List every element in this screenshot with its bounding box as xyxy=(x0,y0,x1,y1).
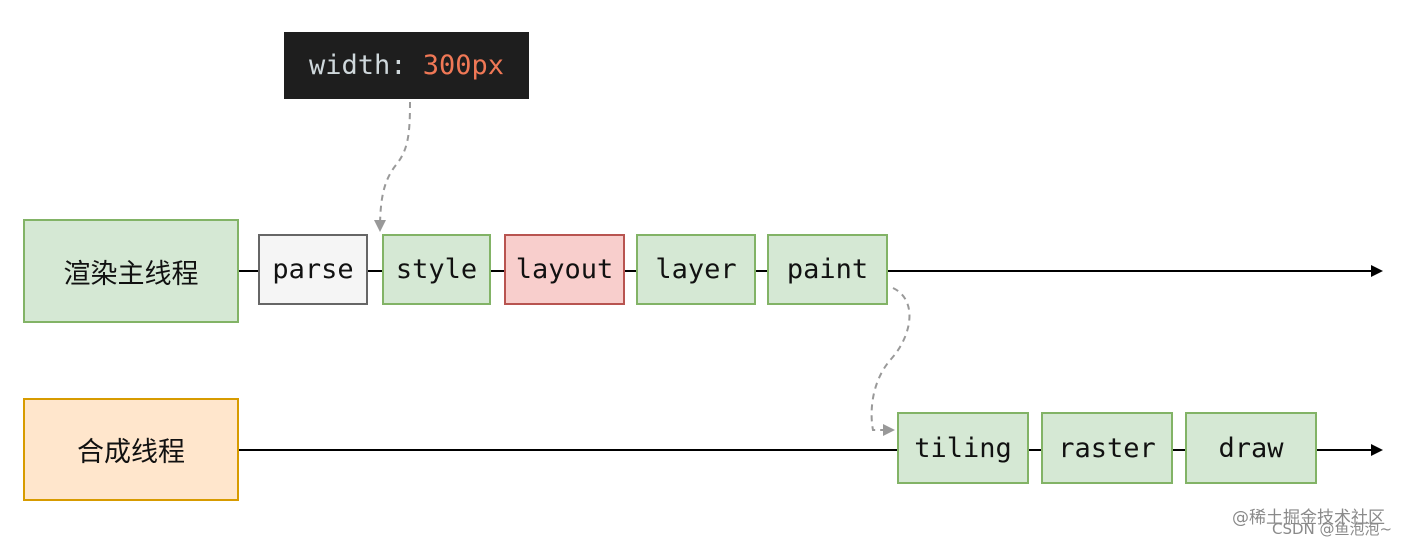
code-property: width: xyxy=(308,50,423,81)
stage-tiling-label: tiling xyxy=(914,432,1012,464)
stage-style-label: style xyxy=(395,254,478,285)
stage-layout-label: layout xyxy=(515,254,614,285)
stage-parse: parse xyxy=(258,234,368,305)
stage-raster-label: raster xyxy=(1058,432,1156,464)
stage-layer-label: layer xyxy=(655,254,737,285)
stage-layout: layout xyxy=(504,234,625,305)
render-main-thread-label: 渲染主线程 xyxy=(63,258,199,290)
stage-style: style xyxy=(382,234,491,305)
stage-tiling: tiling xyxy=(897,412,1029,484)
watermark-juejin: @稀土掘金技术社区 xyxy=(1232,508,1385,528)
stage-layer: layer xyxy=(636,234,756,305)
stage-draw-label: draw xyxy=(1218,432,1284,464)
code-value: 300px xyxy=(422,50,505,81)
stage-paint-label: paint xyxy=(786,254,869,285)
code-to-style-arrow xyxy=(374,101,411,232)
compositor-thread-box: 合成线程 xyxy=(23,398,239,501)
compositor-thread-label: 合成线程 xyxy=(77,437,185,468)
stage-paint: paint xyxy=(767,234,888,305)
render-main-thread-box: 渲染主线程 xyxy=(23,219,239,323)
watermark-csdn: CSDN @鱼泡泡~ xyxy=(1272,520,1393,538)
stage-draw: draw xyxy=(1185,412,1317,484)
code-snippet: width: 300px xyxy=(284,32,529,99)
stage-raster: raster xyxy=(1041,412,1173,484)
stage-parse-label: parse xyxy=(272,254,354,285)
paint-to-tiling-arrow xyxy=(870,287,911,436)
